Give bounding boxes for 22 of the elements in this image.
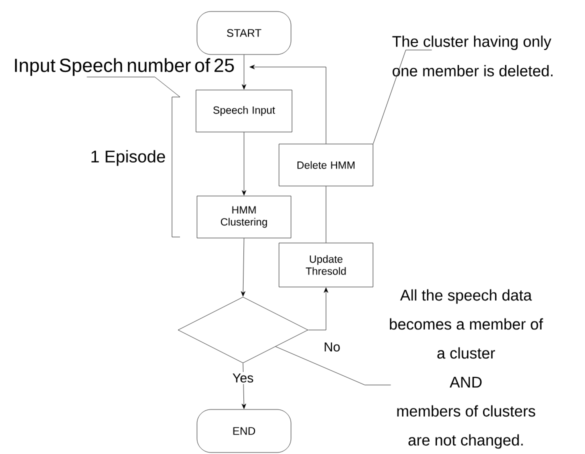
edge-label: No: [322, 340, 342, 354]
leader-line: [86, 76, 180, 98]
arrow: [242, 54, 246, 90]
callout-text: The cluster having only one member is deleted.: [392, 36, 553, 76]
callout-text: All the speech data becomes a member of a cluster AND members of clusters are not changed.: [390, 289, 544, 449]
arrow: [308, 288, 328, 330]
arrow: [242, 132, 246, 196]
process-box: Update Thresold: [278, 242, 374, 288]
arrow: [240, 238, 246, 296]
process-box: Speech Input: [196, 90, 292, 132]
terminal-box: END: [196, 409, 292, 453]
leader-line: [275, 346, 391, 386]
loop-arrow: [250, 64, 326, 144]
process-box: Delete HMM: [278, 144, 374, 186]
edge-label: Yes: [230, 372, 256, 384]
arrow: [242, 363, 246, 409]
process-box: HMM Clustering: [196, 196, 292, 238]
leader-line: [373, 50, 432, 144]
terminal-box: START: [196, 11, 292, 55]
annotation-text: Input Speech number of 25: [15, 58, 234, 76]
decision-diamond: [178, 296, 308, 364]
annotation-text: 1 Episode: [92, 150, 166, 166]
